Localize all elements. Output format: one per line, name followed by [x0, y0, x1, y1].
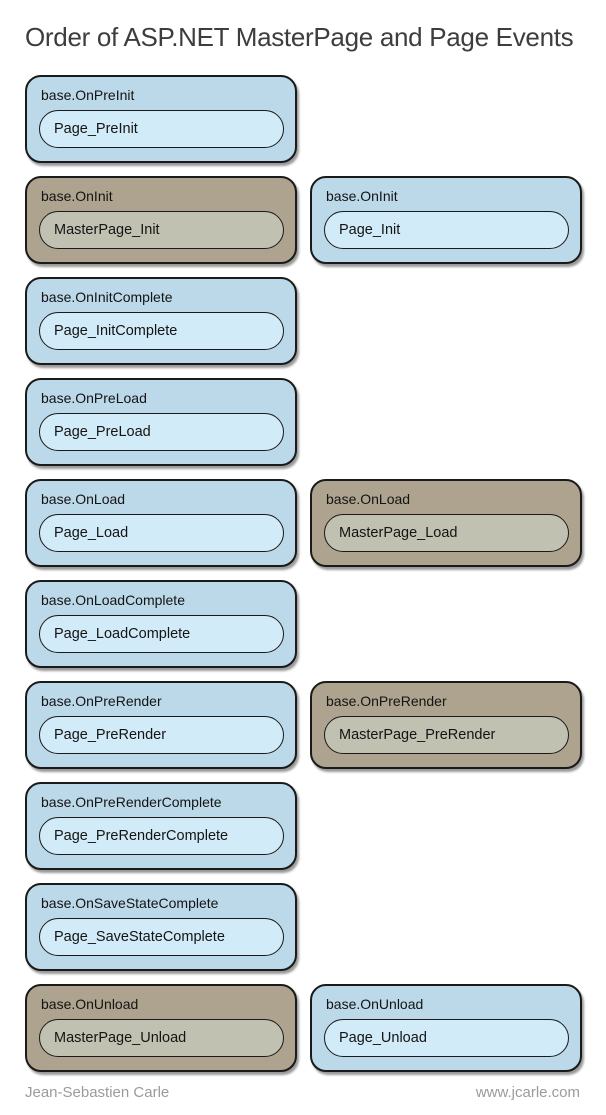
handler-label: Page_PreInit [54, 121, 138, 137]
handler-label: Page_PreRenderComplete [54, 828, 229, 844]
handler-box: MasterPage_Init [39, 211, 284, 249]
handler-box: Page_InitComplete [39, 312, 284, 350]
row-preinit: base.OnPreInit Page_PreInit [25, 75, 582, 163]
row-loadcomplete: base.OnLoadComplete Page_LoadComplete [25, 580, 582, 668]
handler-box: MasterPage_PreRender [324, 716, 569, 754]
footer: Jean-Sebastien Carle www.jcarle.com [25, 1084, 580, 1101]
event-rows: base.OnPreInit Page_PreInit base.OnInit … [25, 75, 582, 1072]
footer-author: Jean-Sebastien Carle [25, 1084, 170, 1101]
event-box-onprerender-masterpage: base.OnPreRender MasterPage_PreRender [310, 681, 582, 769]
empty-slot [310, 378, 582, 466]
event-method-label: base.OnLoad [41, 491, 126, 507]
event-box-oninitcomplete-page: base.OnInitComplete Page_InitComplete [25, 277, 297, 365]
event-method-label: base.OnInitComplete [41, 289, 173, 305]
event-method-label: base.OnLoadComplete [41, 592, 185, 608]
event-box-onsavestatecomplete-page: base.OnSaveStateComplete Page_SaveStateC… [25, 883, 297, 971]
event-method-label: base.OnPreInit [41, 87, 135, 103]
event-method-label: base.OnPreRenderComplete [41, 794, 222, 810]
row-unload: base.OnUnload MasterPage_Unload base.OnU… [25, 984, 582, 1072]
handler-label: Page_SaveStateComplete [54, 929, 225, 945]
event-method-label: base.OnInit [326, 188, 398, 204]
event-box-onprerendercomplete-page: base.OnPreRenderComplete Page_PreRenderC… [25, 782, 297, 870]
event-box-onload-masterpage: base.OnLoad MasterPage_Load [310, 479, 582, 567]
row-savestatecomplete: base.OnSaveStateComplete Page_SaveStateC… [25, 883, 582, 971]
handler-label: Page_Unload [339, 1030, 427, 1046]
handler-box: Page_PreInit [39, 110, 284, 148]
handler-label: Page_InitComplete [54, 323, 178, 339]
handler-box: Page_Init [324, 211, 569, 249]
row-initcomplete: base.OnInitComplete Page_InitComplete [25, 277, 582, 365]
empty-slot [310, 782, 582, 870]
handler-box: MasterPage_Unload [39, 1019, 284, 1057]
event-method-label: base.OnSaveStateComplete [41, 895, 219, 911]
handler-label: MasterPage_Unload [54, 1030, 187, 1046]
event-box-onload-page: base.OnLoad Page_Load [25, 479, 297, 567]
handler-label: MasterPage_Init [54, 222, 160, 238]
event-method-label: base.OnPreRender [326, 693, 447, 709]
handler-label: MasterPage_Load [339, 525, 458, 541]
handler-label: Page_PreRender [54, 727, 167, 743]
event-box-onprerender-page: base.OnPreRender Page_PreRender [25, 681, 297, 769]
row-preload: base.OnPreLoad Page_PreLoad [25, 378, 582, 466]
handler-box: Page_Load [39, 514, 284, 552]
event-box-onunload-page: base.OnUnload Page_Unload [310, 984, 582, 1072]
event-method-label: base.OnUnload [41, 996, 139, 1012]
handler-box: Page_Unload [324, 1019, 569, 1057]
handler-box: Page_PreLoad [39, 413, 284, 451]
event-box-onloadcomplete-page: base.OnLoadComplete Page_LoadComplete [25, 580, 297, 668]
event-method-label: base.OnPreLoad [41, 390, 147, 406]
handler-label: Page_Init [339, 222, 401, 238]
event-box-onunload-masterpage: base.OnUnload MasterPage_Unload [25, 984, 297, 1072]
handler-label: Page_LoadComplete [54, 626, 191, 642]
row-init: base.OnInit MasterPage_Init base.OnInit … [25, 176, 582, 264]
event-method-label: base.OnPreRender [41, 693, 162, 709]
empty-slot [310, 883, 582, 971]
handler-label: MasterPage_PreRender [339, 727, 496, 743]
event-method-label: base.OnLoad [326, 491, 411, 507]
event-method-label: base.OnInit [41, 188, 113, 204]
row-prerender: base.OnPreRender Page_PreRender base.OnP… [25, 681, 582, 769]
empty-slot [310, 75, 582, 163]
event-method-label: base.OnUnload [326, 996, 424, 1012]
row-prerendercomplete: base.OnPreRenderComplete Page_PreRenderC… [25, 782, 582, 870]
handler-box: Page_SaveStateComplete [39, 918, 284, 956]
page-title: Order of ASP.NET MasterPage and Page Eve… [25, 22, 574, 52]
empty-slot [310, 277, 582, 365]
event-box-oninit-masterpage: base.OnInit MasterPage_Init [25, 176, 297, 264]
handler-label: Page_PreLoad [54, 424, 151, 440]
handler-label: Page_Load [54, 525, 129, 541]
event-box-onpreload-page: base.OnPreLoad Page_PreLoad [25, 378, 297, 466]
row-load: base.OnLoad Page_Load base.OnLoad Master… [25, 479, 582, 567]
handler-box: Page_PreRenderComplete [39, 817, 284, 855]
event-box-oninit-page: base.OnInit Page_Init [310, 176, 582, 264]
handler-box: Page_LoadComplete [39, 615, 284, 653]
footer-website: www.jcarle.com [475, 1084, 580, 1101]
handler-box: Page_PreRender [39, 716, 284, 754]
event-box-onpreinit-page: base.OnPreInit Page_PreInit [25, 75, 297, 163]
handler-box: MasterPage_Load [324, 514, 569, 552]
empty-slot [310, 580, 582, 668]
